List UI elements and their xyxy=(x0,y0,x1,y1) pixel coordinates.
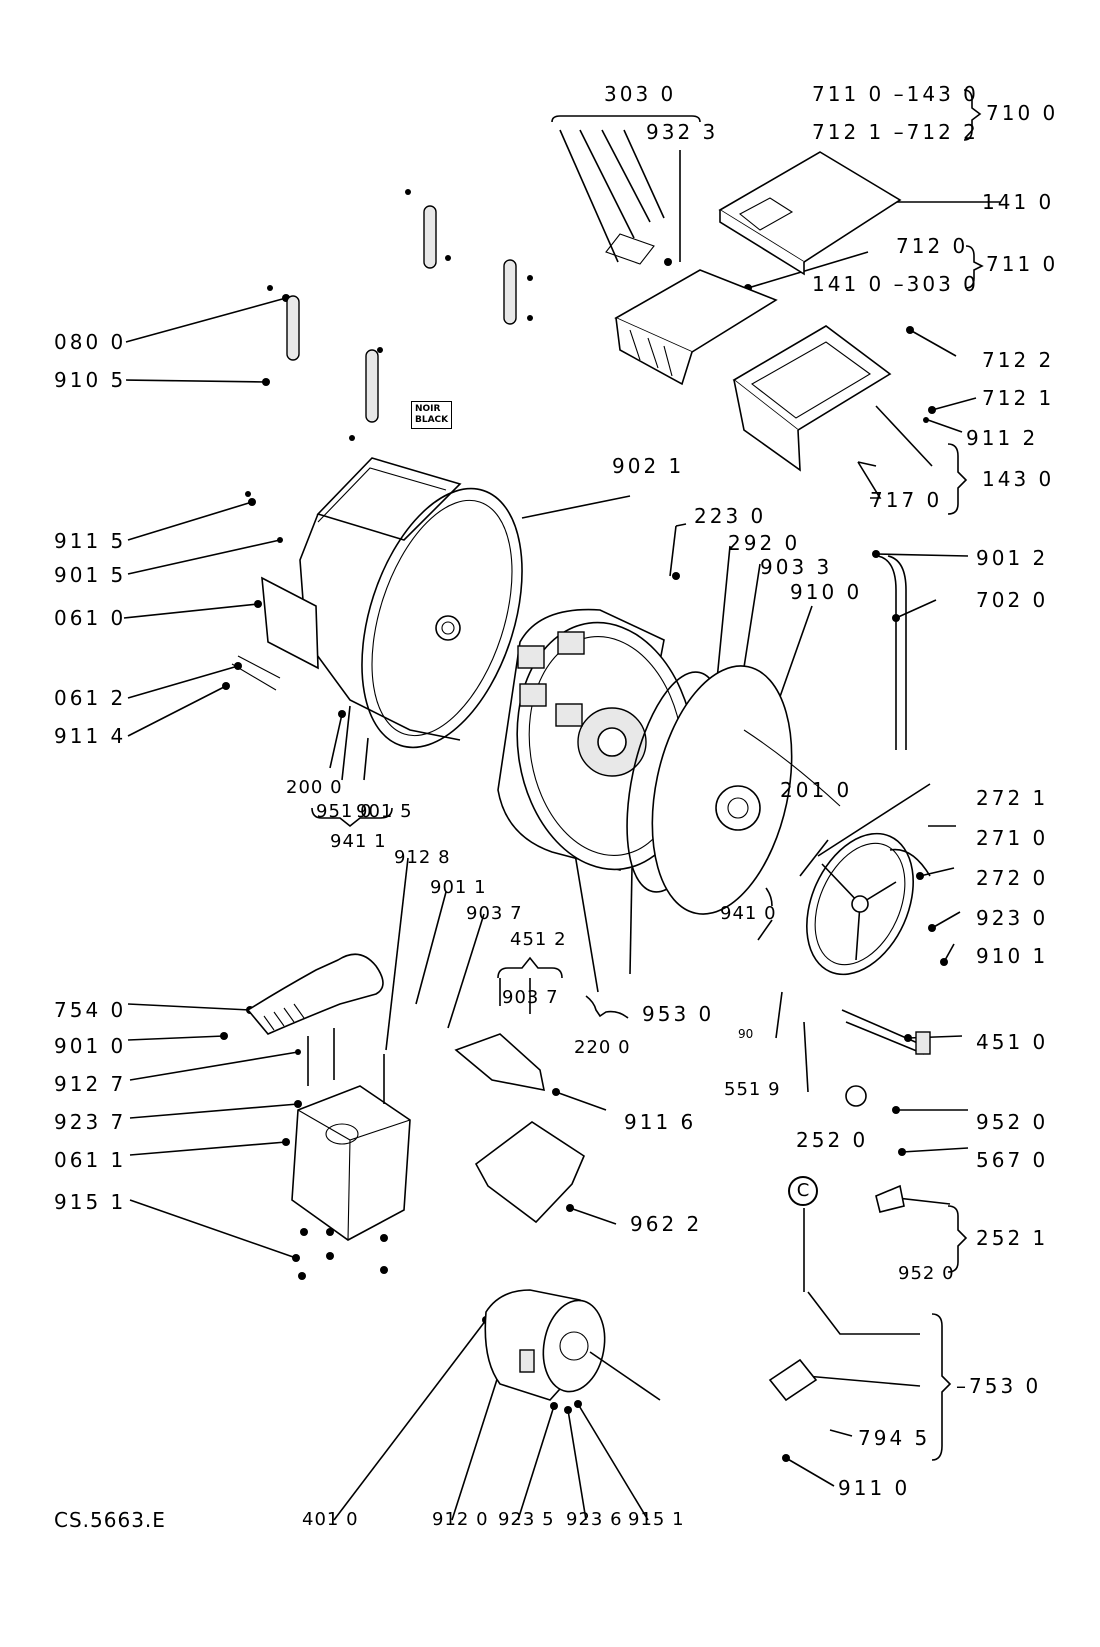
dampers xyxy=(286,205,517,423)
part-label: 941 0 xyxy=(720,903,777,924)
part-label: 902 1 xyxy=(612,454,685,478)
part-label: 923 5 xyxy=(498,1509,555,1530)
leader-lines xyxy=(123,89,1000,1521)
part-label: 915 1 xyxy=(54,1190,127,1214)
pressure-switch xyxy=(768,1085,905,1402)
part-label: 911 6 xyxy=(624,1110,697,1134)
part-label: 292 0 xyxy=(728,531,801,555)
part-label: 911 4 xyxy=(54,724,127,748)
part-label: 912 8 xyxy=(394,847,451,868)
counterweight xyxy=(291,1028,411,1241)
part-label: 951 0 xyxy=(316,801,373,822)
part-label: 711 0 xyxy=(986,252,1059,276)
part-label: 901 2 xyxy=(976,546,1049,570)
motor xyxy=(484,1289,661,1401)
part-label: 910 0 xyxy=(790,580,863,604)
part-label: 952 0 xyxy=(976,1110,1049,1134)
part-label: 923 0 xyxy=(976,906,1049,930)
part-label: 90 xyxy=(738,1027,754,1041)
part-label: 910 5 xyxy=(54,368,127,392)
part-label: 923 7 xyxy=(54,1110,127,1134)
part-label: 915 1 xyxy=(628,1509,685,1530)
part-label: 941 1 xyxy=(330,831,387,852)
rear-tank xyxy=(626,665,841,915)
drawing-code: CS.5663.E xyxy=(54,1508,166,1532)
part-label: 201 0 xyxy=(780,778,853,802)
color-tag: NOIR BLACK xyxy=(411,401,453,429)
part-label: 912 7 xyxy=(54,1072,127,1096)
part-label: 901 5 xyxy=(356,801,413,822)
part-label: 901 1 xyxy=(430,877,487,898)
part-label: 717 0 xyxy=(870,488,943,512)
part-label: 220 0 xyxy=(574,1037,631,1058)
part-label: 061 2 xyxy=(54,686,127,710)
part-label: 272 1 xyxy=(976,786,1049,810)
part-label: 901 5 xyxy=(54,563,127,587)
part-label: 551 9 xyxy=(724,1079,781,1100)
part-label: 903 7 xyxy=(502,987,559,1008)
part-label: 272 0 xyxy=(976,866,1049,890)
part-label: 903 7 xyxy=(466,903,523,924)
pulley xyxy=(806,832,931,976)
part-label: 252 0 xyxy=(796,1128,869,1152)
part-label: 712 0 xyxy=(896,234,969,258)
part-label: 271 0 xyxy=(976,826,1049,850)
part-label: 911 2 xyxy=(966,426,1039,450)
part-label: 711 0 –143 0 xyxy=(812,82,979,106)
part-label: 141 0 –303 0 xyxy=(812,272,979,296)
part-label: 303 0 xyxy=(604,82,677,106)
part-label: 223 0 xyxy=(694,504,767,528)
detergent-drawer xyxy=(605,151,902,472)
part-label: 712 1 xyxy=(982,386,1055,410)
part-label: 754 0 xyxy=(54,998,127,1022)
part-label: 702 0 xyxy=(976,588,1049,612)
tub-front-shell xyxy=(231,457,523,749)
heater-element xyxy=(841,1009,931,1055)
part-label: 794 5 xyxy=(858,1426,931,1450)
tag-line1: NOIR xyxy=(415,404,441,414)
circle-marker: C xyxy=(788,1176,818,1206)
part-label: 567 0 xyxy=(976,1148,1049,1172)
part-label: 451 2 xyxy=(510,929,567,950)
part-label: 141 0 xyxy=(982,190,1055,214)
hoses xyxy=(246,555,907,1035)
tag-line2: BLACK xyxy=(415,415,449,425)
leader-dots xyxy=(220,189,948,1462)
drum xyxy=(497,608,696,871)
part-label: 143 0 xyxy=(982,467,1055,491)
part-label: 910 1 xyxy=(976,944,1049,968)
part-label: 911 5 xyxy=(54,529,127,553)
part-label: 953 0 xyxy=(642,1002,715,1026)
part-label: 901 0 xyxy=(54,1034,127,1058)
part-label: 061 0 xyxy=(54,606,127,630)
part-label: 451 0 xyxy=(976,1030,1049,1054)
part-label: 932 3 xyxy=(646,120,719,144)
part-label: 712 2 xyxy=(982,348,1055,372)
part-label: 061 1 xyxy=(54,1148,127,1172)
part-label: 903 3 xyxy=(760,555,833,579)
part-label: –753 0 xyxy=(956,1374,1042,1398)
part-label: 712 1 –712 2 xyxy=(812,120,979,144)
part-label: 912 0 xyxy=(432,1509,489,1530)
part-label: 200 0 xyxy=(286,777,343,798)
part-label: 923 6 xyxy=(566,1509,623,1530)
plates xyxy=(454,1033,585,1224)
part-label: 710 0 xyxy=(986,101,1059,125)
part-label: 962 2 xyxy=(630,1212,703,1236)
part-label: 952 0 xyxy=(898,1263,955,1284)
part-label: 911 0 xyxy=(838,1476,911,1500)
part-label: 401 0 xyxy=(302,1509,359,1530)
part-label: 080 0 xyxy=(54,330,127,354)
part-label: 252 1 xyxy=(976,1226,1049,1250)
